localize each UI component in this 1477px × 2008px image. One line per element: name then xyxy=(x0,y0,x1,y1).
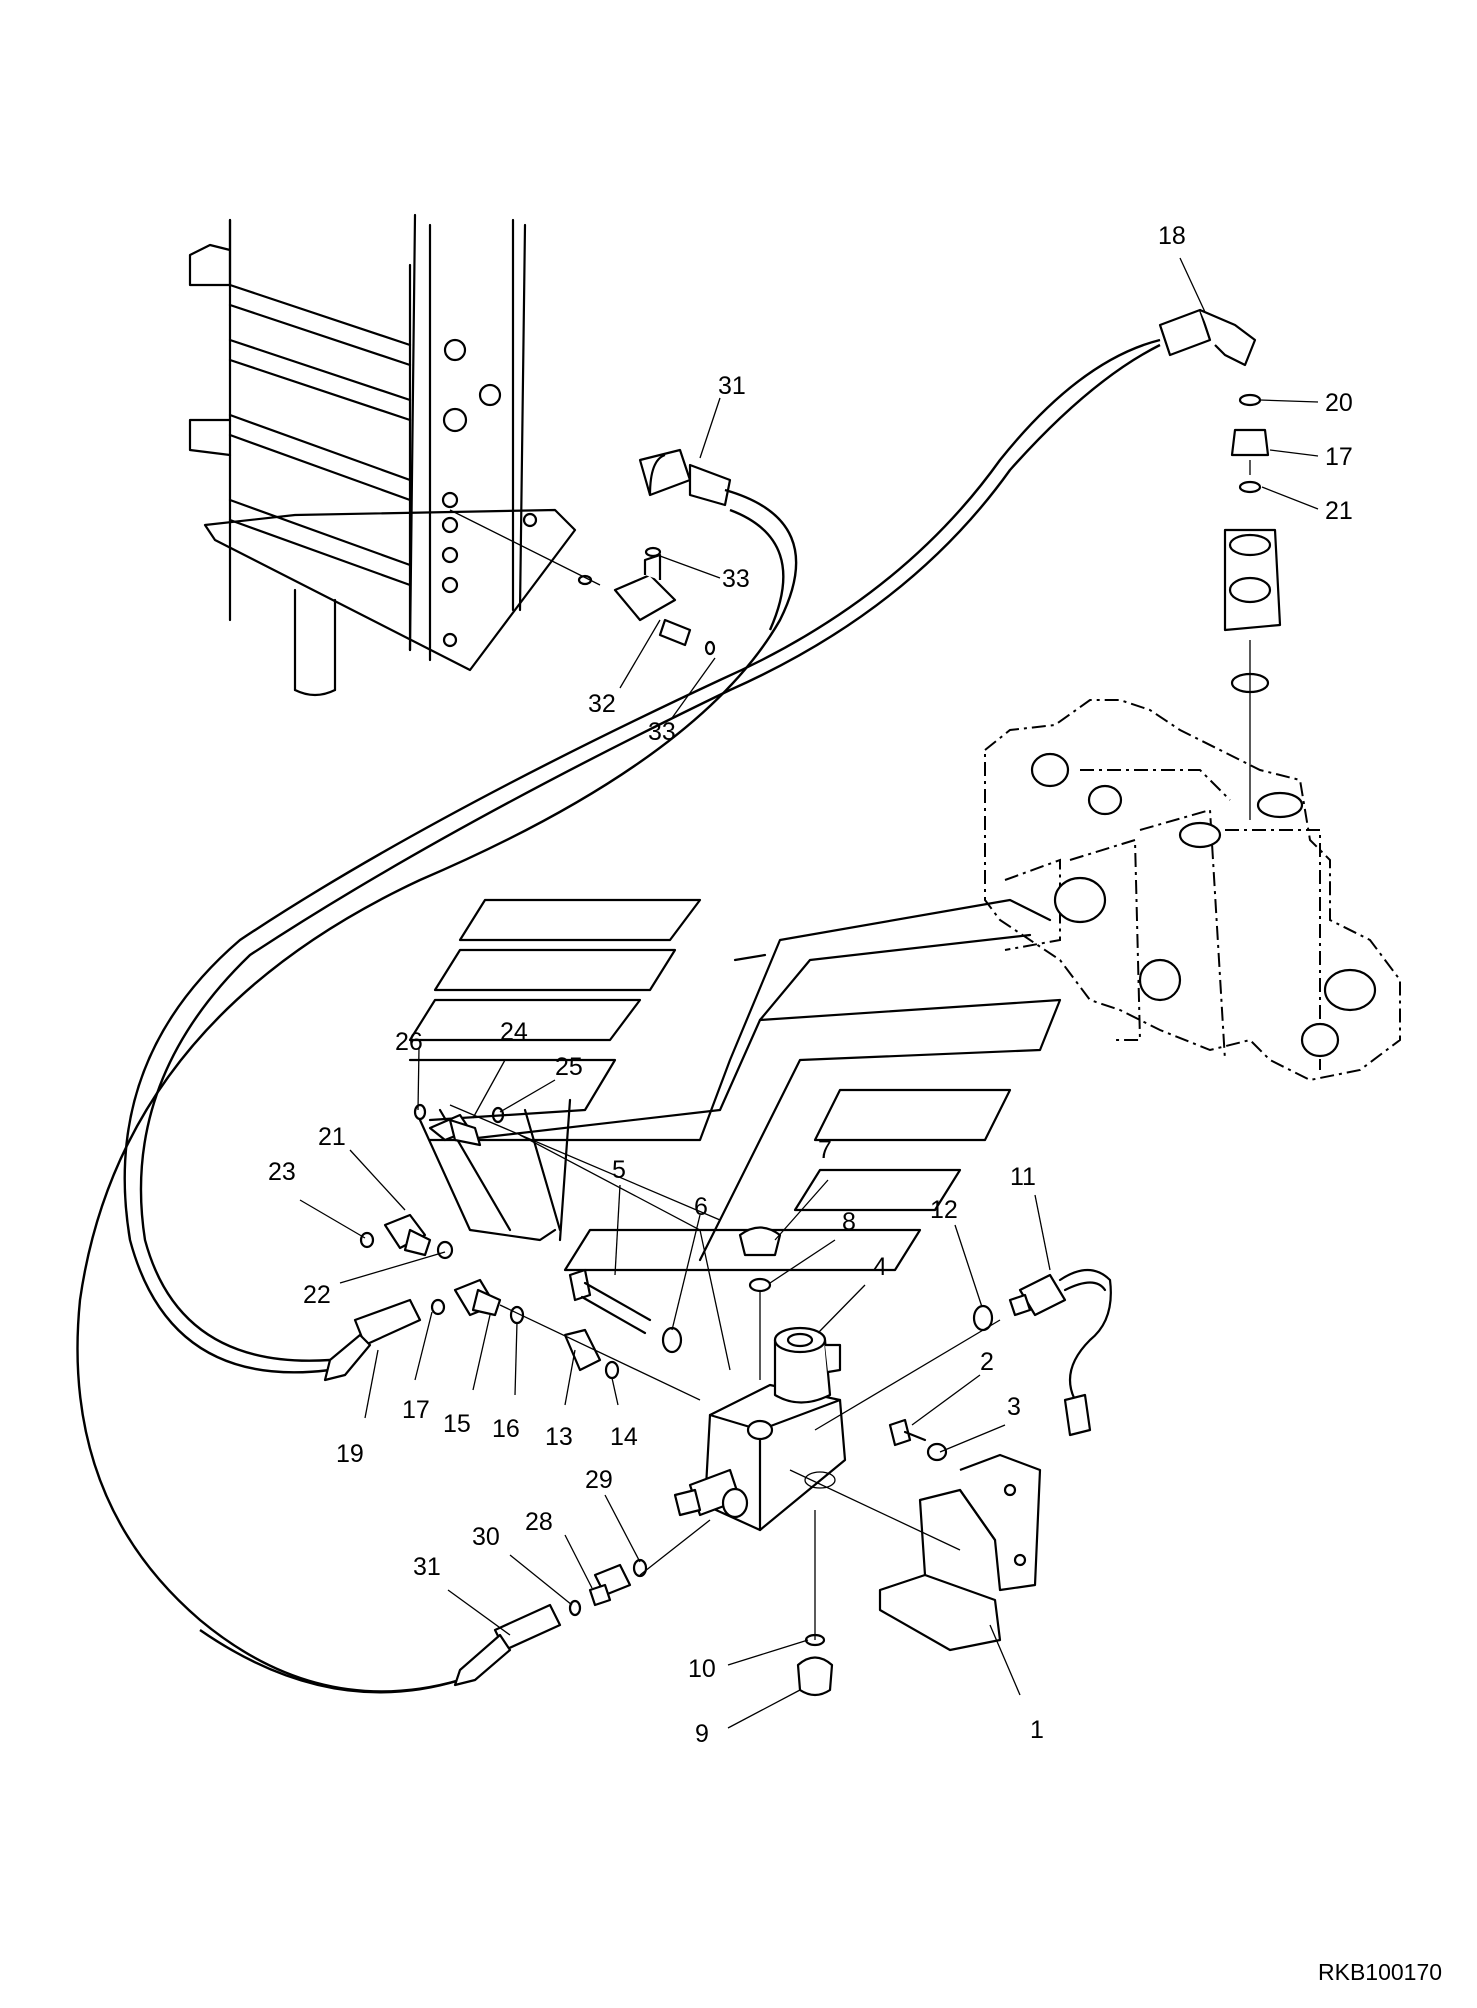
plug-9-oring-10 xyxy=(796,1633,834,1697)
callout-13: 13 xyxy=(545,1423,573,1451)
callout-31-lower: 31 xyxy=(413,1553,441,1581)
callout-23: 22 xyxy=(303,1281,331,1309)
fittings-left-group xyxy=(323,1103,731,1401)
callout-17: 17 xyxy=(402,1396,430,1424)
callout-3: 3 xyxy=(1007,1393,1021,1421)
callout-24: 23 xyxy=(268,1158,296,1186)
callout-32: 32 xyxy=(588,690,616,718)
callout-7: 7 xyxy=(818,1136,832,1164)
plug-7-oring-8 xyxy=(738,1226,782,1293)
column-post-assembly xyxy=(188,213,577,697)
callout-27: 26 xyxy=(395,1028,423,1056)
callout-16: 16 xyxy=(492,1415,520,1443)
control-valve-block xyxy=(984,699,1401,1082)
leader-lines xyxy=(299,257,1319,1729)
callout-4: 4 xyxy=(873,1253,887,1281)
callout-8: 8 xyxy=(842,1208,856,1236)
callout-19: 17 xyxy=(1325,443,1353,471)
callout-9: 9 xyxy=(695,1720,709,1748)
callout-15: 15 xyxy=(443,1410,471,1438)
hose-outlines xyxy=(408,898,1062,1272)
callout-28: 28 xyxy=(525,1508,553,1536)
callout-18-lower: 19 xyxy=(336,1440,364,1468)
callout-10: 10 xyxy=(688,1655,716,1683)
bolt-5-washer-6 xyxy=(568,1268,683,1354)
callout-33-lower: 33 xyxy=(648,718,676,746)
callout-1: 1 xyxy=(1030,1716,1044,1744)
callout-14: 14 xyxy=(610,1423,638,1451)
callout-22: 21 xyxy=(318,1123,346,1151)
hose-31-upper xyxy=(76,448,798,1694)
callout-30: 30 xyxy=(472,1523,500,1551)
tee-fitting-32 xyxy=(449,509,716,656)
solenoid-valve-block xyxy=(639,1290,1001,1640)
drawing-code: RKB100170 xyxy=(1318,1959,1442,1985)
callout-18-upper: 18 xyxy=(1158,222,1186,250)
hose-18 xyxy=(123,308,1257,1374)
callout-6: 6 xyxy=(694,1193,708,1221)
callout-5: 5 xyxy=(612,1156,626,1184)
callout-33-upper: 33 xyxy=(722,565,750,593)
pressure-switch-11 xyxy=(972,1268,1112,1437)
callout-labels: 18 20 17 21 31 33 32 33 26 24 25 21 23 2… xyxy=(268,222,1353,1748)
callout-11: 11 xyxy=(1010,1163,1036,1191)
callout-25: 24 xyxy=(500,1018,528,1046)
fittings-28-29-30 xyxy=(453,1558,648,1687)
callout-2: 2 xyxy=(980,1348,994,1376)
callout-31-upper: 31 xyxy=(718,372,746,400)
callout-20: 20 xyxy=(1325,389,1353,417)
callout-29: 29 xyxy=(585,1466,613,1494)
callout-12: 12 xyxy=(930,1196,958,1224)
callout-26: 25 xyxy=(555,1053,583,1081)
callout-21: 21 xyxy=(1325,497,1353,525)
bracket-1-bolt-2-washer-3 xyxy=(878,1418,1042,1652)
fittings-19-20-21 xyxy=(1223,393,1282,820)
